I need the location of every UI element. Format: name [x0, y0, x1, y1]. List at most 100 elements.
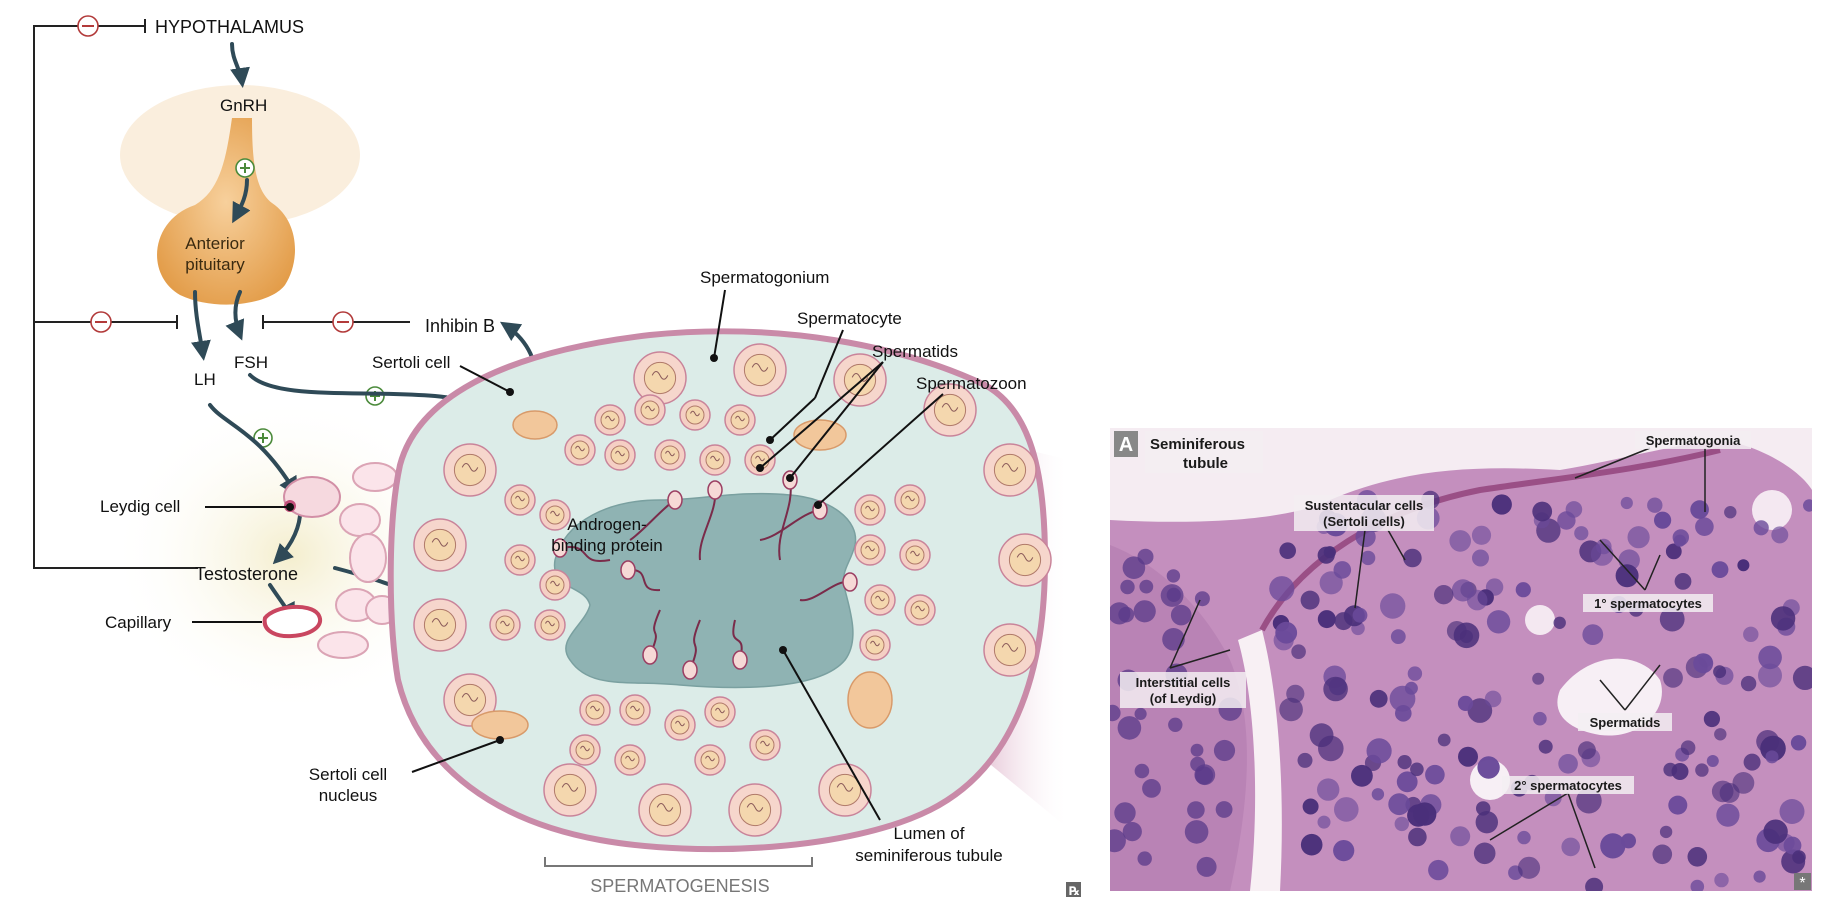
germ-cell-nucleus [900, 490, 920, 510]
stained-nucleus [1533, 711, 1547, 726]
sperm-tail [559, 546, 611, 562]
stained-nucleus [1142, 779, 1161, 798]
label-interstitial-1: Interstitial cells [1136, 675, 1231, 690]
stained-nucleus [1574, 526, 1589, 541]
stained-nucleus [1166, 587, 1181, 603]
inhibition-symbols [77, 15, 354, 333]
stained-nucleus [1659, 825, 1673, 839]
stained-nucleus [1665, 543, 1682, 560]
stained-nucleus [1758, 645, 1782, 670]
stained-nucleus [1397, 755, 1412, 770]
histology-micrograph: A Seminiferous tubule Spermatogonia Sust… [1110, 428, 1812, 892]
germ-cell-nucleus [755, 735, 775, 755]
stained-nucleus [1491, 494, 1512, 515]
stained-nucleus [1323, 546, 1336, 559]
stained-nucleus [1663, 668, 1683, 688]
sertoli-nucleus [512, 410, 558, 440]
stained-nucleus [1695, 517, 1714, 536]
germ-cell-nucleus [585, 700, 605, 720]
sperm-head [732, 650, 748, 670]
stained-nucleus [1279, 542, 1296, 559]
anterior-pituitary-gland [157, 118, 295, 305]
label-sertoli-nucleus-1: Sertoli cell [309, 765, 387, 784]
stained-nucleus [1297, 752, 1313, 768]
stained-nucleus [1711, 780, 1734, 803]
stained-nucleus [1600, 833, 1626, 859]
stained-nucleus [1532, 501, 1553, 522]
stained-nucleus [1190, 743, 1204, 757]
stained-nucleus [1194, 591, 1210, 607]
stained-nucleus [1758, 663, 1782, 688]
stained-nucleus [1654, 511, 1672, 529]
germ-cell-nucleus [610, 445, 630, 465]
stained-nucleus [1627, 526, 1650, 549]
stained-nucleus [1690, 879, 1705, 891]
stained-nucleus [1703, 710, 1720, 728]
stained-nucleus [1434, 585, 1454, 605]
stained-nucleus [1408, 827, 1427, 847]
label-fsh: FSH [234, 353, 268, 372]
label-spermatozoon: Spermatozoon [916, 374, 1027, 393]
sperm-head [667, 490, 683, 510]
stained-nucleus [1449, 530, 1471, 552]
stimulation-symbols [235, 158, 385, 448]
stained-nucleus [1355, 526, 1376, 548]
label-spermatocyte: Spermatocyte [797, 309, 902, 328]
label-sustentacular-1: Sustentacular cells [1305, 498, 1424, 513]
stained-nucleus [1576, 787, 1602, 814]
stained-nucleus [1457, 695, 1474, 712]
germ-cell-nucleus [865, 635, 885, 655]
stained-nucleus [1413, 802, 1437, 826]
germ-cells [413, 343, 1052, 837]
stained-nucleus [1437, 733, 1451, 747]
sperm-tail [689, 619, 701, 671]
sperm-head [707, 480, 723, 500]
label-lh: LH [194, 370, 216, 389]
stained-nucleus [1450, 826, 1471, 847]
micrograph-title-1: Seminiferous [1150, 436, 1245, 453]
stained-nucleus [1792, 665, 1812, 690]
stained-nucleus [1532, 672, 1545, 685]
stained-nucleus [1168, 717, 1183, 732]
stained-nucleus [1724, 506, 1737, 519]
adjacent-tubule [1110, 545, 1247, 891]
stained-nucleus [1360, 550, 1376, 566]
sperm-head [552, 538, 568, 558]
stained-nucleus [1582, 624, 1604, 645]
stained-nucleus [1706, 755, 1719, 767]
stained-nucleus [1396, 771, 1418, 793]
stained-nucleus [1763, 819, 1788, 844]
germ-cell-nucleus [905, 545, 925, 565]
stained-nucleus [1275, 621, 1298, 644]
label-sertoli-nucleus-2: nucleus [319, 786, 378, 805]
stained-nucleus [1753, 870, 1766, 883]
stained-nucleus [1674, 573, 1692, 590]
label-secondary-spermatocytes: 2° spermatocytes [1514, 778, 1622, 793]
label-spermatogonium: Spermatogonium [700, 268, 829, 287]
sertoli-nucleus [471, 710, 529, 740]
stained-nucleus [1134, 707, 1147, 721]
sperm-head [682, 660, 698, 680]
stained-nucleus [1317, 815, 1331, 829]
stained-nucleus [1425, 764, 1445, 785]
sperm-head [842, 572, 858, 592]
stained-nucleus [1693, 653, 1714, 674]
label-lumen-1: Lumen of [894, 824, 965, 843]
svg-text:℞: ℞ [1069, 884, 1080, 898]
stained-nucleus [1590, 543, 1614, 566]
stained-nucleus [1394, 816, 1410, 832]
stained-nucleus [1110, 829, 1126, 853]
stained-nucleus [1473, 842, 1496, 865]
stained-nucleus [1732, 772, 1755, 794]
stained-nucleus [1369, 689, 1388, 708]
stained-nucleus [1302, 798, 1319, 815]
stained-nucleus [1428, 859, 1449, 881]
stained-nucleus [1317, 778, 1340, 801]
stained-nucleus [1410, 762, 1424, 777]
germ-cell-nucleus [700, 750, 720, 770]
stained-nucleus [1467, 698, 1493, 723]
stained-nucleus [1716, 803, 1740, 827]
stained-nucleus [1333, 561, 1352, 579]
stained-nucleus [1300, 590, 1320, 610]
stained-nucleus [1486, 610, 1511, 634]
